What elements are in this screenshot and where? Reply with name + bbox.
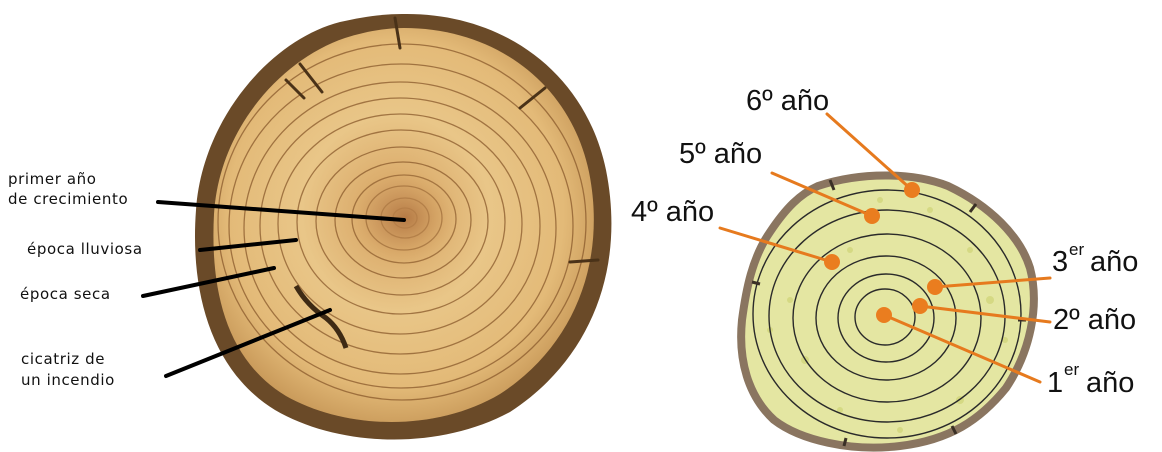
label-dry-season: época seca xyxy=(20,285,111,303)
label-year1-number: 1 xyxy=(1047,367,1063,399)
label-year3-number: 3 xyxy=(1052,246,1068,278)
label-first-year-line1: primer año xyxy=(8,170,97,188)
label-year3-superscript: er xyxy=(1069,240,1084,259)
marker-year1 xyxy=(876,307,892,323)
label-first-year-line2: de crecimiento xyxy=(8,190,128,208)
label-year4: 4º año xyxy=(631,196,714,228)
label-year2: 2º año xyxy=(1053,304,1136,336)
label-fire-scar-line1: cicatriz de xyxy=(21,350,105,368)
marker-year3 xyxy=(927,279,943,295)
label-year6: 6º año xyxy=(746,85,829,117)
marker-year5 xyxy=(864,208,880,224)
label-year5: 5º año xyxy=(679,138,762,170)
marker-year6 xyxy=(904,182,920,198)
label-rainy-season: época lluviosa xyxy=(27,240,143,258)
label-fire-scar-line2: un incendio xyxy=(21,371,115,389)
label-year1-word: año xyxy=(1086,367,1134,399)
trunk-cross-section-illustration xyxy=(195,14,611,440)
marker-year4 xyxy=(824,254,840,270)
marker-year2 xyxy=(912,298,928,314)
label-year1-superscript: er xyxy=(1064,360,1079,379)
label-year3-word: año xyxy=(1090,246,1138,278)
